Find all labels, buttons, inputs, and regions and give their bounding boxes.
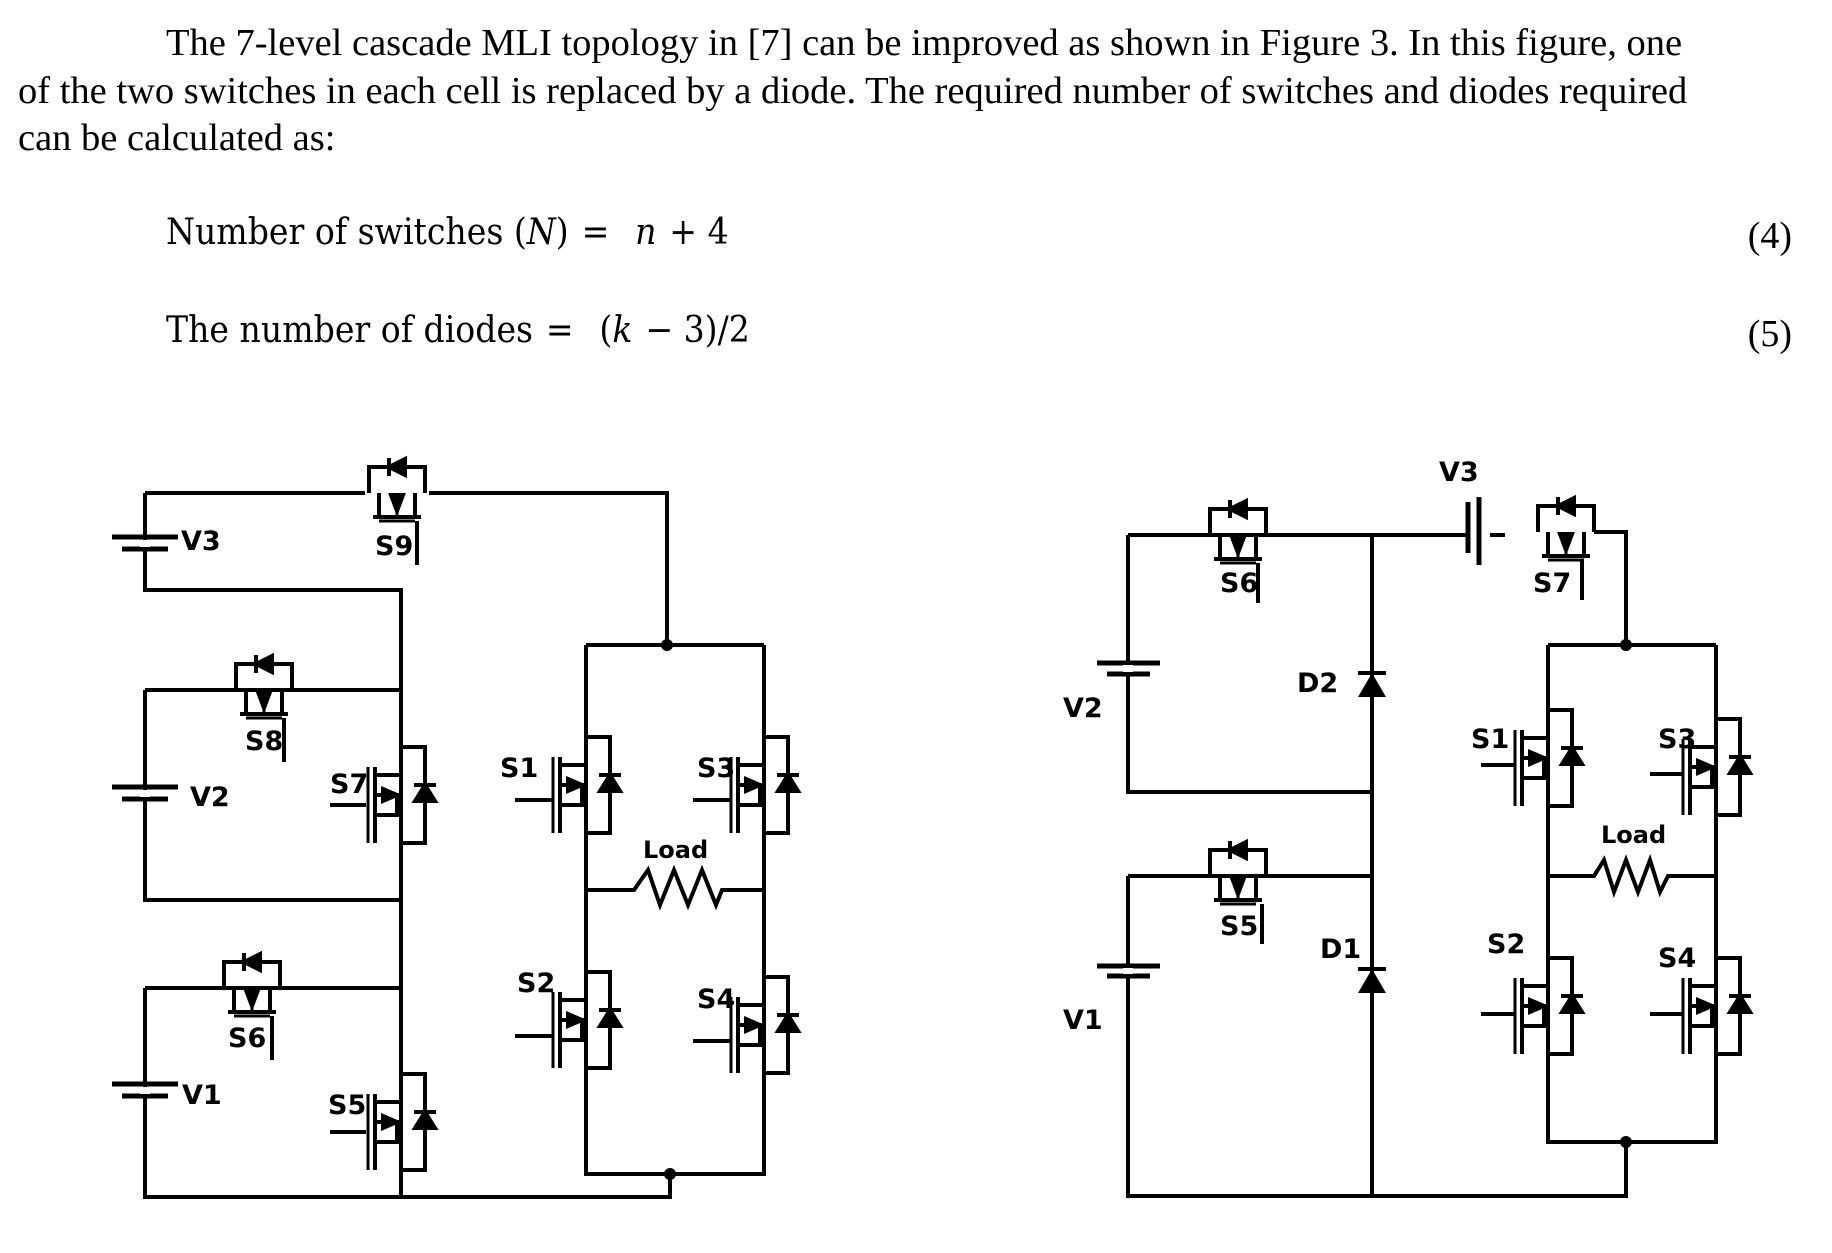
wire <box>1594 530 1628 645</box>
equation-diode-count: The number of diodes = (k − 3)/2 <box>166 310 750 351</box>
label-s1: S1 <box>500 753 538 784</box>
equation-lhs: The number of diodes <box>166 310 534 351</box>
wire <box>1372 1142 1628 1198</box>
wire <box>143 688 401 902</box>
paragraph-line-2: of the two switches in each cell is repl… <box>18 69 1688 112</box>
switch-s1-icon <box>1513 708 1585 808</box>
label-v2: V2 <box>190 782 230 813</box>
battery-v3-icon <box>1465 497 1482 565</box>
equation-lhs: Number of switches ( <box>166 212 527 253</box>
label-load: Load <box>1601 821 1666 849</box>
switch-s3-icon <box>729 735 801 835</box>
label-s4: S4 <box>1658 943 1696 974</box>
equation-rhs: + 4 <box>669 212 729 253</box>
label-v3: V3 <box>181 526 221 557</box>
label-s8: S8 <box>245 726 283 757</box>
battery-v1-icon <box>1097 963 1160 979</box>
label-s2: S2 <box>517 968 555 999</box>
wire <box>584 643 766 1176</box>
equation-variable: n <box>635 212 657 253</box>
equation-operator: = <box>581 212 610 253</box>
junction-dot <box>661 639 673 651</box>
wire <box>143 493 672 1199</box>
switch-s5-icon <box>1208 839 1268 906</box>
junction-dot <box>1620 639 1632 651</box>
switch-s2-icon <box>1513 956 1585 1056</box>
equation-operator: = <box>545 310 574 351</box>
paragraph-line-1: The 7-level cascade MLI topology in [7] … <box>166 22 1683 64</box>
label-v2: V2 <box>1063 693 1103 724</box>
equation-variable: N <box>526 212 556 253</box>
wire <box>143 986 401 1199</box>
label-s9: S9 <box>375 531 413 562</box>
label-s4: S4 <box>697 984 735 1015</box>
load-resistor-icon <box>1548 853 1716 899</box>
label-s1: S1 <box>1471 724 1509 755</box>
equation-number: (5) <box>1747 313 1792 355</box>
label-d2: D2 <box>1297 668 1338 699</box>
equation-number: (4) <box>1747 215 1792 257</box>
label-s3: S3 <box>697 753 735 784</box>
switch-s5-icon <box>366 1072 438 1172</box>
body-paragraph: The 7-level cascade MLI topology in [7] … <box>18 20 1832 163</box>
switch-s9-icon <box>367 456 427 523</box>
switch-s2-icon <box>551 970 623 1070</box>
label-v3: V3 <box>1439 457 1479 488</box>
equation-paren: ) <box>555 212 569 253</box>
battery-v1-icon <box>112 1081 178 1099</box>
label-load: Load <box>643 836 708 864</box>
label-s6: S6 <box>228 1023 266 1054</box>
battery-v2-icon <box>1097 660 1160 677</box>
equation-rhs: − 3)/2 <box>645 310 750 351</box>
paragraph-line-3: can be calculated as: <box>18 117 336 159</box>
equation-variable: k <box>612 310 633 351</box>
junction-dot <box>1620 1136 1632 1148</box>
switch-s4-icon <box>729 975 801 1075</box>
switch-s6-icon <box>1208 498 1268 565</box>
equation-switch-count: Number of switches (N) = n + 4 <box>166 212 729 253</box>
label-s7: S7 <box>330 769 368 800</box>
equation-paren: ( <box>599 310 613 351</box>
label-s5: S5 <box>328 1090 366 1121</box>
diode-d1-icon <box>1358 967 1386 993</box>
wire <box>145 491 669 645</box>
label-d1: D1 <box>1320 934 1361 965</box>
load-resistor-icon <box>586 864 764 911</box>
junction-dot <box>664 1168 676 1180</box>
right-circuit <box>1097 495 1753 1198</box>
label-v1: V1 <box>182 1080 222 1111</box>
battery-v2-icon <box>112 784 178 802</box>
label-s5: S5 <box>1220 911 1258 942</box>
switch-s1-icon <box>551 735 623 835</box>
label-s7: S7 <box>1533 568 1571 599</box>
battery-v3-icon <box>112 534 178 552</box>
label-v1: V1 <box>1063 1005 1103 1036</box>
switch-s8-icon <box>234 653 294 720</box>
switch-s7-icon <box>1536 495 1596 562</box>
label-s6: S6 <box>1220 568 1258 599</box>
diode-d2-icon <box>1358 671 1386 697</box>
left-circuit <box>112 456 801 1199</box>
label-s3: S3 <box>1658 724 1696 755</box>
switch-s6-icon <box>222 951 282 1018</box>
label-s2: S2 <box>1487 929 1525 960</box>
switch-s7-icon <box>366 745 438 845</box>
